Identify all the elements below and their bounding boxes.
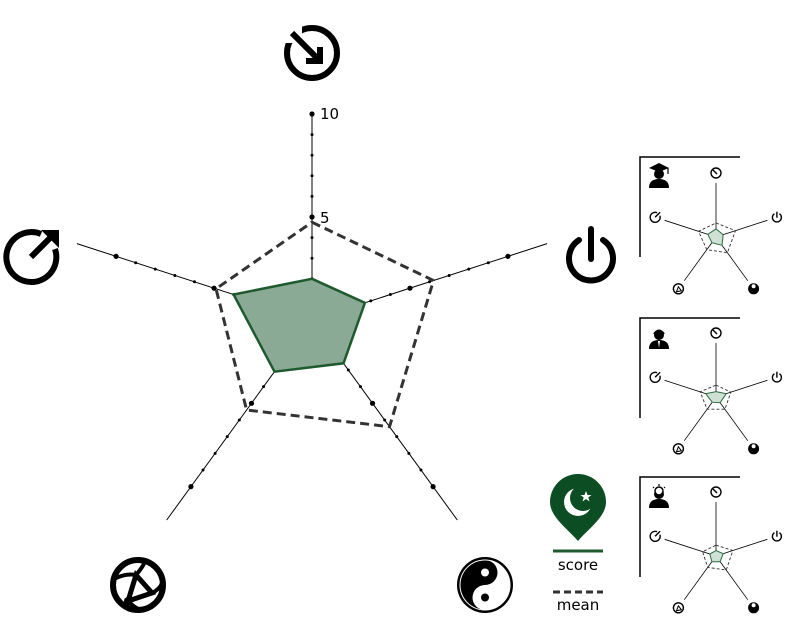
mean-polygon — [214, 220, 436, 429]
arrow-out-circle-icon — [649, 371, 661, 383]
small-axis-3 — [683, 396, 717, 441]
axis-tick-3-5 — [248, 400, 255, 406]
small-mean-polygon — [702, 544, 734, 571]
axis-tick-0-9 — [310, 133, 314, 137]
axis-tick-2-5 — [369, 400, 376, 406]
tick-label-10: 10 — [320, 105, 339, 123]
power-icon — [771, 211, 783, 223]
axis-tick-1-10 — [505, 253, 511, 259]
yin-yang-icon — [748, 443, 760, 455]
axis-tick-0-5 — [309, 214, 315, 220]
axis-tick-2-3 — [346, 368, 350, 372]
axis-tick-0-6 — [310, 194, 314, 198]
idea-person-icon — [649, 484, 669, 508]
small-axis-3 — [683, 236, 717, 281]
arrow-into-circle-icon — [710, 327, 722, 339]
axis-tick-2-6 — [383, 418, 387, 422]
axis-tick-2-4 — [358, 385, 362, 389]
axis-tick-4-6 — [192, 280, 196, 284]
small-frame — [639, 476, 740, 577]
globe-ball-icon — [672, 443, 685, 455]
yin-yang-icon — [748, 602, 760, 614]
axis-tick-1-5 — [407, 285, 413, 291]
small-axis-2 — [715, 555, 749, 600]
small-frame — [639, 156, 740, 257]
small-score-polygon — [709, 550, 724, 563]
axis-tick-2-7 — [395, 435, 399, 439]
small-multiple-1 — [639, 317, 783, 455]
axis-tick-3-8 — [213, 451, 217, 455]
yin-yang-icon — [457, 557, 513, 613]
axis-tick-0-8 — [310, 153, 314, 157]
arrow-into-circle-icon — [710, 167, 722, 179]
axis-tick-0-10 — [309, 111, 315, 117]
arrow-into-circle-icon — [710, 486, 722, 498]
axis-tick-3-10 — [188, 484, 194, 490]
power-icon — [771, 530, 783, 542]
power-icon — [771, 371, 783, 383]
tick-label-5: 5 — [320, 209, 330, 227]
pakistan-flag-pin-icon — [550, 474, 606, 541]
graduate-person-icon — [649, 163, 669, 188]
axis-tick-4-7 — [173, 273, 177, 277]
globe-ball-icon — [672, 283, 685, 295]
suit-person-icon — [649, 329, 669, 349]
yin-yang-icon — [748, 283, 760, 295]
small-axis-2 — [715, 396, 749, 441]
axis-tick-3-6 — [237, 418, 241, 422]
arrow-out-circle-icon — [649, 211, 661, 223]
axis-tick-0-4 — [310, 236, 314, 240]
axis-tick-3-4 — [262, 385, 266, 389]
small-axis-1 — [715, 219, 768, 238]
arrow-out-circle-icon — [649, 530, 661, 542]
small-multiple-0 — [639, 156, 783, 295]
axis-tick-2-10 — [430, 484, 436, 490]
axis-tick-4-5 — [211, 285, 217, 291]
small-axis-1 — [715, 538, 768, 557]
axis-tick-2-8 — [407, 451, 411, 455]
legend-mean-label: mean — [557, 596, 600, 614]
main-radar-series — [214, 220, 436, 429]
power-icon — [566, 226, 616, 284]
score-polygon — [231, 277, 367, 374]
axis-tick-3-7 — [225, 435, 229, 439]
axis-tick-2-9 — [419, 468, 423, 472]
small-frame — [639, 317, 740, 418]
small-axis-4 — [664, 538, 717, 557]
axis-tick-1-4 — [388, 293, 392, 297]
axis-tick-1-6 — [428, 280, 432, 284]
globe-ball-icon — [672, 602, 685, 614]
axis-tick-4-9 — [134, 261, 138, 265]
axis-tick-1-9 — [486, 261, 490, 265]
axis-tick-0-7 — [310, 174, 314, 178]
arrow-out-circle-icon — [3, 229, 60, 285]
axis-tick-4-10 — [113, 253, 119, 259]
small-multiple-2 — [639, 476, 783, 614]
small-score-polygon — [707, 228, 724, 246]
small-axis-3 — [683, 555, 717, 600]
axis-tick-1-8 — [467, 267, 471, 271]
small-mean-polygon — [697, 222, 737, 254]
arrow-into-circle-icon — [282, 23, 340, 81]
axis-tick-3-9 — [201, 468, 205, 472]
globe-ball-icon — [110, 557, 166, 613]
axis-tick-1-7 — [447, 273, 451, 277]
legend-score-label: score — [558, 556, 598, 574]
small-score-polygon — [704, 391, 728, 404]
axis-tick-1-3 — [369, 299, 373, 303]
axis-tick-0-3 — [310, 256, 314, 260]
axis-tick-4-8 — [153, 267, 157, 271]
